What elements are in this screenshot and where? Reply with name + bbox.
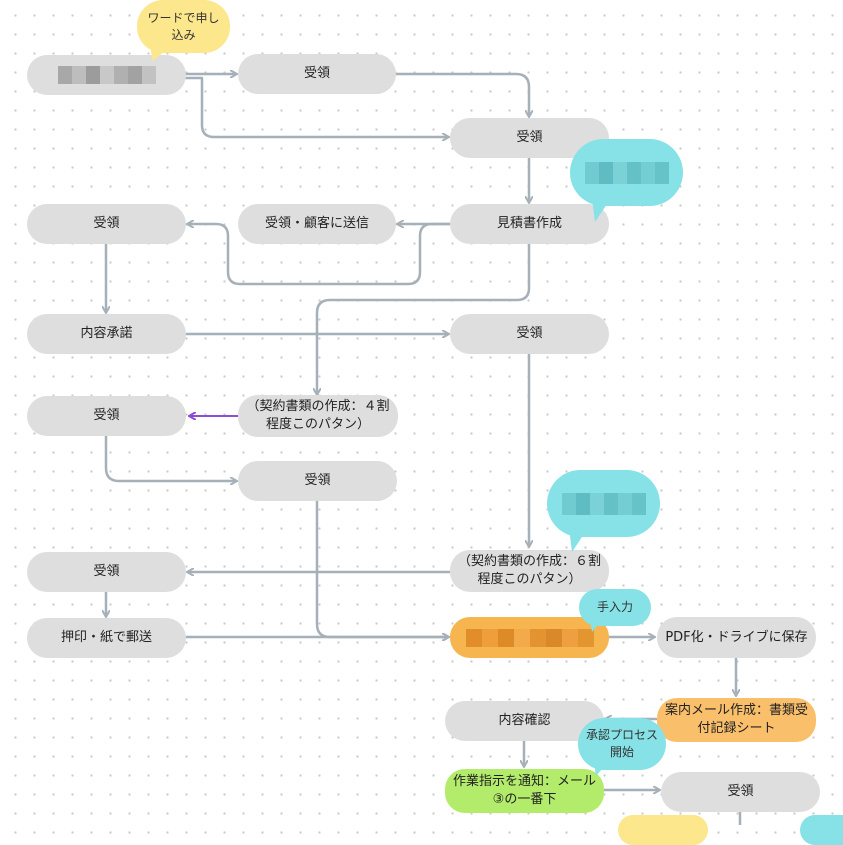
contract-note-tail bbox=[569, 528, 588, 552]
pdf-save-node[interactable]: PDF化・ドライブに保存 bbox=[657, 617, 816, 658]
edge-estimate-loop bbox=[188, 224, 452, 286]
blurred-text bbox=[57, 66, 156, 84]
manual-input-label: 手入力 bbox=[596, 600, 633, 614]
word-application-bubble[interactable]: ワードで申し 込み bbox=[137, 0, 230, 53]
receive-node-2-label: 受領 bbox=[516, 130, 543, 145]
content-approval-node-label: 内容承諾 bbox=[80, 326, 133, 341]
content-check-node[interactable]: 内容確認 bbox=[445, 701, 604, 741]
receive-send-node-label: 受領・顧客に送信 bbox=[264, 216, 369, 231]
seal-mail-node[interactable]: 押印・紙で郵送 bbox=[27, 618, 186, 658]
blurred-text bbox=[465, 628, 594, 647]
receive-send-node[interactable]: 受領・顧客に送信 bbox=[238, 204, 396, 244]
contract-40-node[interactable]: （契約書類の作成：４割 程度このパタン） bbox=[238, 395, 398, 437]
receive-mid-node[interactable]: 受領 bbox=[450, 314, 609, 354]
content-check-node-label: 内容確認 bbox=[498, 713, 551, 728]
receive-mid-node-label: 受領 bbox=[516, 326, 543, 341]
partial-yellow-shape bbox=[618, 815, 708, 845]
edge-center-orange bbox=[315, 499, 448, 637]
blurred-text bbox=[561, 492, 646, 515]
work-notice-node[interactable]: 作業指示を通知：メール ③の一番下 bbox=[445, 769, 604, 813]
contract-40-line1: （契約書類の作成：４割 bbox=[246, 399, 390, 414]
receive-left-node-label: 受領 bbox=[93, 216, 120, 231]
start-node[interactable] bbox=[27, 55, 186, 95]
notice-mail-line1: 案内メール作成：書類受 bbox=[664, 703, 808, 718]
manual-input-tail bbox=[590, 620, 602, 632]
receive-node-1[interactable]: 受領 bbox=[238, 54, 396, 94]
content-approval-node[interactable]: 内容承諾 bbox=[27, 314, 186, 354]
seal-mail-node-label: 押印・紙で郵送 bbox=[60, 630, 152, 645]
work-notice-line1: 作業指示を通知：メール bbox=[452, 774, 596, 789]
partial-cyan-shape bbox=[800, 815, 843, 845]
edge-receive-left2-center bbox=[104, 434, 236, 481]
estimate-node-label: 見積書作成 bbox=[496, 216, 562, 231]
receive-last-node-label: 受領 bbox=[727, 784, 754, 799]
flowchart-canvas: 受領 受領 見積書作成 受領・顧客に送信 受領 内容承諾 受領 （契約書類の作成… bbox=[27, 0, 843, 845]
receive-last-node[interactable]: 受領 bbox=[661, 772, 820, 812]
notice-mail-node[interactable]: 案内メール作成：書類受 付記録シート bbox=[657, 698, 816, 742]
approval-process-bubble[interactable]: 承認プロセス 開始 bbox=[578, 718, 666, 770]
receive-left3-node-label: 受領 bbox=[93, 564, 120, 579]
edge-estimate-contract40 bbox=[317, 241, 531, 394]
approval-line1: 承認プロセス bbox=[585, 728, 658, 742]
approval-line2: 開始 bbox=[609, 745, 634, 759]
contract-note-bubble[interactable] bbox=[547, 470, 660, 537]
receive-left2-node-label: 受領 bbox=[93, 408, 120, 423]
contract-60-line2: 程度このパタン） bbox=[477, 572, 582, 587]
pdf-save-node-label: PDF化・ドライブに保存 bbox=[665, 629, 808, 645]
edge-receive1-receive2 bbox=[394, 72, 529, 116]
orange-task-node[interactable] bbox=[450, 617, 609, 658]
notice-mail-line2: 付記録シート bbox=[697, 721, 776, 736]
blurred-text bbox=[584, 161, 669, 184]
estimate-note-bubble[interactable] bbox=[570, 139, 683, 206]
contract-60-line1: （契約書類の作成：６割 bbox=[457, 554, 601, 569]
contract-60-node[interactable]: （契約書類の作成：６割 程度このパタン） bbox=[450, 550, 609, 592]
estimate-node[interactable]: 見積書作成 bbox=[450, 204, 609, 244]
receive-center-node-label: 受領 bbox=[304, 473, 331, 488]
word-bubble-line1: ワードで申し bbox=[147, 10, 220, 25]
manual-input-bubble[interactable]: 手入力 bbox=[579, 589, 651, 626]
word-bubble-line2: 込み bbox=[171, 27, 196, 42]
approval-tail bbox=[594, 762, 608, 776]
work-notice-line2: ③の一番下 bbox=[492, 792, 557, 807]
estimate-note-tail bbox=[592, 198, 611, 222]
contract-40-line2: 程度このパタン） bbox=[265, 417, 370, 432]
receive-node-1-label: 受領 bbox=[303, 66, 330, 81]
receive-center-node[interactable]: 受領 bbox=[238, 461, 397, 501]
receive-left3-node[interactable]: 受領 bbox=[27, 552, 186, 592]
receive-left-node[interactable]: 受領 bbox=[27, 204, 186, 244]
receive-left2-node[interactable]: 受領 bbox=[27, 396, 186, 436]
edge-start-receive2 bbox=[184, 76, 448, 137]
